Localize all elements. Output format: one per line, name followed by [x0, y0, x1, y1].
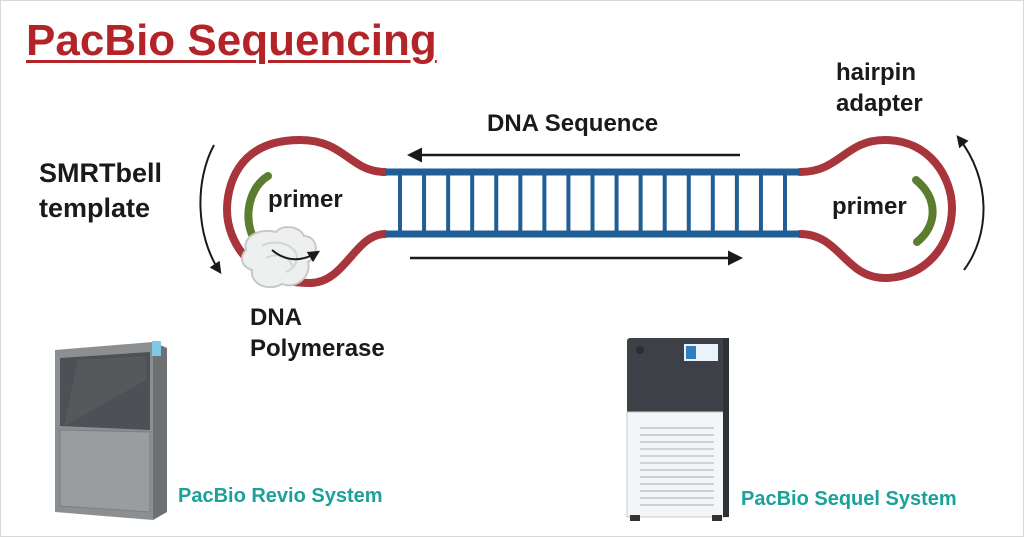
dna-sequence-label: DNA Sequence [487, 110, 659, 137]
polymerase-label-line1: DNA [250, 304, 302, 331]
dna-rungs [398, 172, 787, 234]
left-hairpin-adapter [222, 135, 389, 288]
sequel-instrument-icon [626, 338, 729, 521]
right-rotation-arrow [956, 135, 985, 271]
right-hairpin-adapter [796, 135, 957, 283]
smrtbell-label-line2: template [39, 193, 151, 223]
revio-instrument-icon [55, 341, 167, 520]
hairpin-label-line2: adapter [836, 90, 923, 117]
left-rotation-arrow [199, 144, 222, 274]
polymerase-label-line2: Polymerase [250, 335, 385, 362]
page-title: PacBio Sequencing [26, 16, 437, 65]
smrtbell-label-line1: SMRTbell [39, 158, 163, 188]
right-primer-label: primer [832, 193, 907, 220]
sequel-system-label: PacBio Sequel System [741, 488, 957, 510]
sequel-vents [640, 427, 714, 506]
right-primer [912, 176, 937, 246]
dna-polymerase-icon [241, 226, 321, 289]
dna-double-strand [385, 168, 800, 238]
revio-system-label: PacBio Revio System [178, 485, 383, 507]
hairpin-label-line1: hairpin [836, 59, 917, 86]
left-primer-label: primer [268, 186, 343, 213]
